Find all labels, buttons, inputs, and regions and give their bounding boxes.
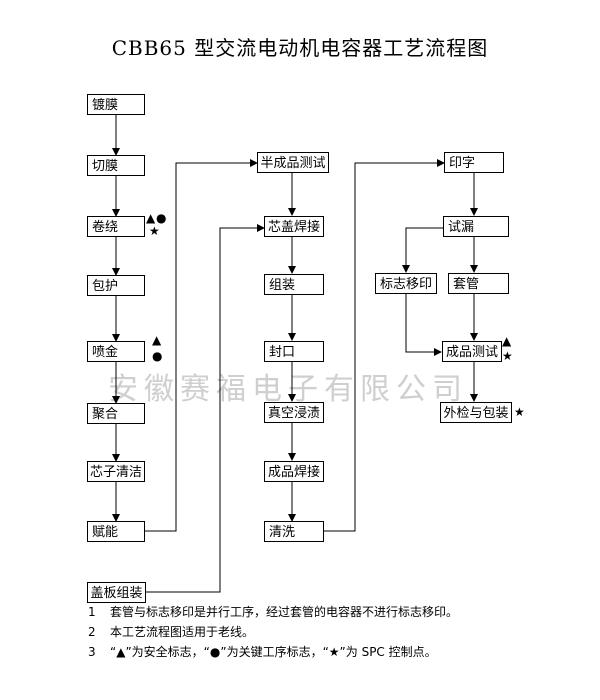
step-metal-spraying: 喷金 bbox=[87, 341, 145, 362]
step-sleeving-label: 套管 bbox=[453, 277, 480, 292]
step-coating: 镀膜 bbox=[87, 94, 145, 115]
step-cleaning-label: 清洗 bbox=[269, 525, 296, 540]
step-printing: 印字 bbox=[444, 152, 504, 173]
step-polymerization: 聚合 bbox=[87, 403, 145, 424]
step-slitting-label: 切膜 bbox=[92, 159, 119, 174]
footnotes: 1 套管与标志移印是并行工序，经过套管的电容器不进行标志移印。 2 本工艺流程图适用… bbox=[88, 602, 458, 662]
step-core-cover-welding-label: 芯盖焊接 bbox=[267, 220, 320, 235]
step-semi-finished-test-label: 半成品测试 bbox=[260, 156, 326, 171]
step-energizing: 赋能 bbox=[87, 521, 145, 542]
step-semi-finished-test: 半成品测试 bbox=[257, 152, 329, 173]
footnote-text: 本工艺流程图适用于老线。 bbox=[110, 625, 255, 639]
step-wrapping-label: 包护 bbox=[92, 279, 119, 294]
step-metal-spraying-label: 喷金 bbox=[92, 345, 119, 360]
arrow-c2-to-c3 bbox=[324, 159, 445, 532]
step-coating-label: 镀膜 bbox=[92, 98, 119, 113]
diagram-title: CBB65 型交流电动机电容器工艺流程图 bbox=[111, 36, 489, 60]
footnote: 1 套管与标志移印是并行工序，经过套管的电容器不进行标志移印。 bbox=[88, 602, 458, 622]
arrow-c1-to-c2 bbox=[145, 159, 258, 532]
spc-star-icon: ★ bbox=[502, 349, 513, 363]
watermark: 安徽赛福电子有限公司 bbox=[108, 372, 468, 407]
step-cover-assembly-label: 盖板组装 bbox=[90, 586, 143, 601]
step-cleaning: 清洗 bbox=[264, 521, 324, 542]
step-mark-printing: 标志移印 bbox=[375, 273, 437, 294]
footnote-number: 1 bbox=[88, 605, 96, 619]
key-process-circle-icon: ● bbox=[156, 211, 167, 225]
step-polymerization-label: 聚合 bbox=[92, 407, 119, 422]
step-printing-label: 印字 bbox=[449, 156, 476, 171]
step-assembly-label: 组装 bbox=[269, 278, 296, 293]
safety-triangle-icon: ▲ bbox=[146, 211, 156, 225]
step-core-cleaning: 芯子清洁 bbox=[87, 461, 145, 482]
footnote: 2 本工艺流程图适用于老线。 bbox=[88, 622, 458, 642]
step-wrapping: 包护 bbox=[87, 275, 145, 296]
footnote-text: 套管与标志移印是并行工序，经过套管的电容器不进行标志移印。 bbox=[110, 605, 459, 619]
step-sleeving: 套管 bbox=[448, 273, 509, 294]
step-winding: 卷绕 bbox=[87, 216, 145, 237]
step-core-cover-welding: 芯盖焊接 bbox=[264, 216, 324, 237]
spc-star-icon: ★ bbox=[149, 224, 160, 238]
step-finished-test: 成品测试 bbox=[442, 341, 502, 362]
step-inspection-packaging-label: 外检与包装 bbox=[443, 406, 509, 421]
spc-star-icon: ★ bbox=[514, 405, 525, 419]
step-leak-test-label: 试漏 bbox=[448, 220, 475, 235]
step-sealing: 封口 bbox=[264, 341, 324, 362]
step-vacuum-impregnation-label: 真空浸渍 bbox=[267, 406, 320, 421]
step-finished-test-label: 成品测试 bbox=[445, 345, 498, 360]
step-vacuum-impregnation: 真空浸渍 bbox=[264, 402, 324, 423]
step-energizing-label: 赋能 bbox=[92, 525, 119, 540]
step-core-cleaning-label: 芯子清洁 bbox=[90, 465, 143, 480]
arrow-leak-to-mark bbox=[402, 227, 443, 273]
safety-triangle-icon: ▲ bbox=[152, 333, 162, 347]
key-process-circle-icon: ● bbox=[152, 349, 163, 363]
footnote-text: “▲”为安全标志，“●”为关键工序标志，“★”为 SPC 控制点。 bbox=[110, 645, 437, 659]
footnote-number: 2 bbox=[88, 625, 96, 639]
arrow-cover-to-weld bbox=[146, 224, 265, 593]
step-mark-printing-label: 标志移印 bbox=[379, 277, 432, 292]
step-cover-assembly: 盖板组装 bbox=[87, 582, 146, 603]
step-leak-test: 试漏 bbox=[443, 216, 509, 237]
arrow-mark-to-test bbox=[405, 294, 442, 356]
step-inspection-packaging: 外检与包装 bbox=[440, 402, 512, 423]
step-finished-welding-label: 成品焊接 bbox=[267, 465, 320, 480]
step-sealing-label: 封口 bbox=[269, 345, 296, 360]
step-finished-welding: 成品焊接 bbox=[264, 461, 324, 482]
footnote: 3 “▲”为安全标志，“●”为关键工序标志，“★”为 SPC 控制点。 bbox=[88, 642, 458, 662]
step-winding-label: 卷绕 bbox=[92, 220, 119, 235]
step-slitting: 切膜 bbox=[87, 155, 145, 176]
step-assembly: 组装 bbox=[264, 274, 324, 295]
safety-triangle-icon: ▲ bbox=[502, 334, 512, 348]
footnote-number: 3 bbox=[88, 645, 96, 659]
